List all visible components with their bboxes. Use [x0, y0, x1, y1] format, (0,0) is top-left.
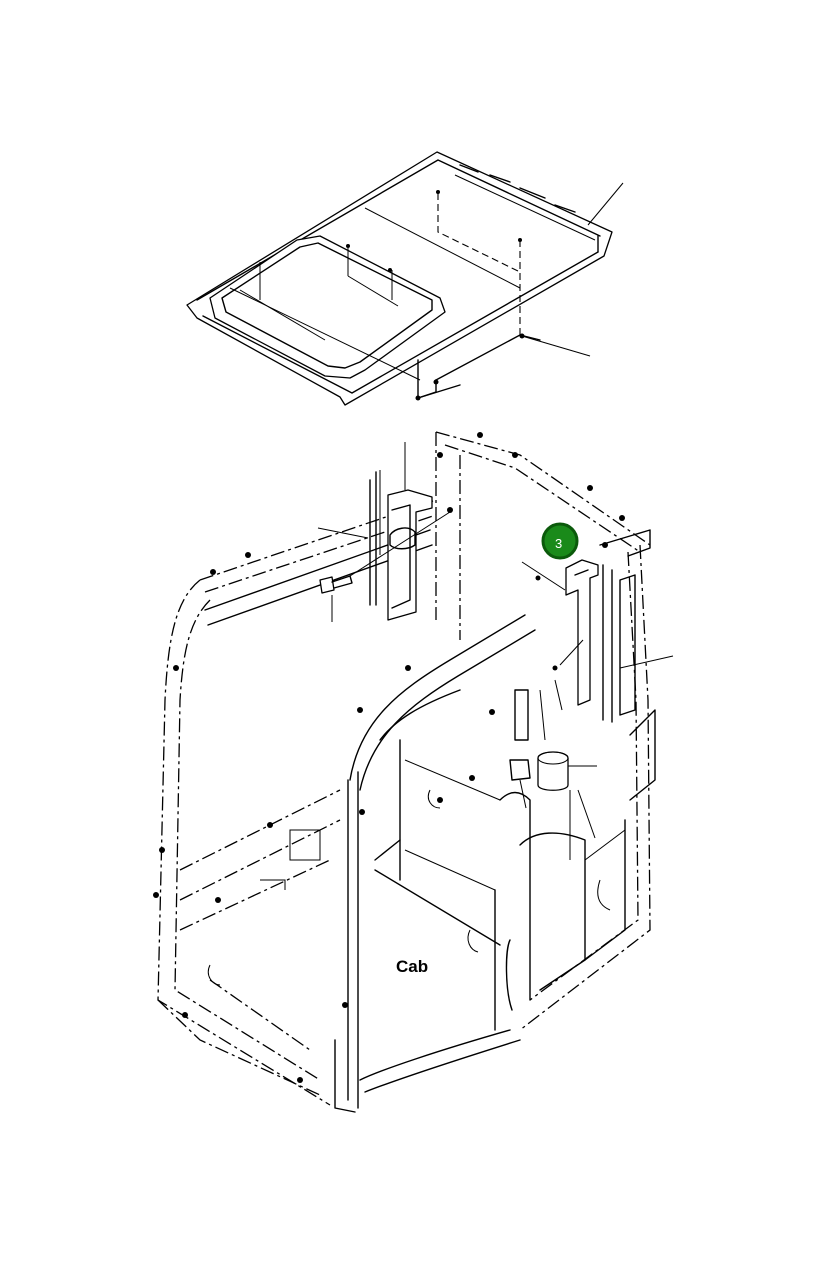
washer-bottle-part	[509, 689, 597, 860]
left-bracket-part	[317, 442, 453, 622]
callout-3-marker[interactable]	[541, 522, 579, 560]
cab-label: Cab	[396, 957, 428, 976]
cab-label-text: Cab	[396, 957, 428, 976]
callout-3-hotspot[interactable]: 3	[541, 522, 579, 560]
callout-3-number: 3	[555, 536, 562, 551]
right-bracket-part	[521, 529, 674, 723]
roof-panel	[186, 151, 624, 406]
